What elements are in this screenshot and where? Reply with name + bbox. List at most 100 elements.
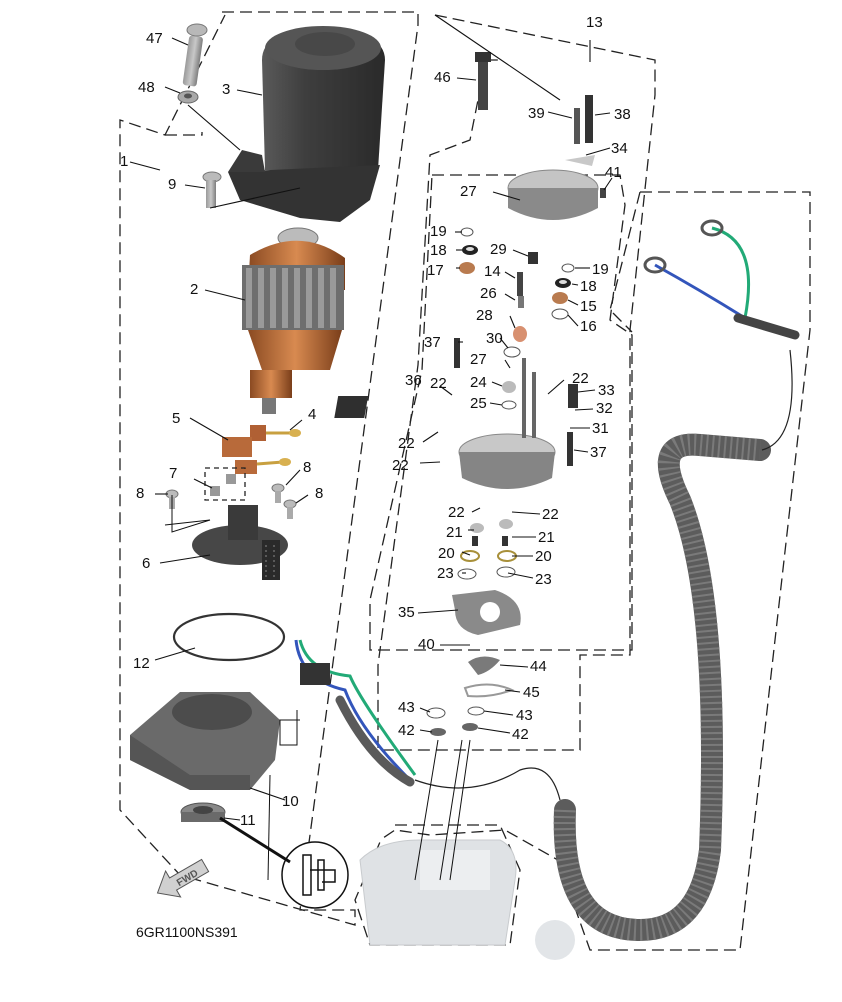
screw-part-8 xyxy=(165,483,297,519)
label-22-e: 22 xyxy=(448,504,465,521)
diagram-code: 6GR1100NS391 xyxy=(136,924,238,940)
label-20-right: 20 xyxy=(535,548,552,565)
bracket-part-10 xyxy=(130,692,280,790)
ghost-base-housing xyxy=(359,839,575,960)
o-ring-part-43-right xyxy=(467,706,485,716)
label-40: 40 xyxy=(418,636,435,653)
armature-part-2 xyxy=(242,227,345,414)
label-22-d: 22 xyxy=(392,457,409,474)
label-16: 16 xyxy=(580,318,597,335)
label-22-f: 22 xyxy=(542,506,559,523)
gasket-part-34 xyxy=(565,155,595,166)
plate-part-35 xyxy=(452,590,521,635)
terminal-leads xyxy=(643,219,800,340)
label-18-right: 18 xyxy=(580,278,597,295)
switch-plate xyxy=(458,358,556,489)
label-7: 7 xyxy=(169,465,177,482)
label-46: 46 xyxy=(434,69,451,86)
spring-part-33 xyxy=(568,384,578,408)
inset-detail-circle xyxy=(219,816,349,909)
motor-housing-part-3 xyxy=(228,26,385,222)
seal-set-left xyxy=(459,227,478,274)
label-26: 26 xyxy=(480,285,497,302)
pin-part-41 xyxy=(600,188,606,198)
ring-part-25 xyxy=(501,400,517,410)
label-42-left: 42 xyxy=(398,722,415,739)
label-28: 28 xyxy=(476,307,493,324)
brush-part-4-5 xyxy=(222,425,301,474)
label-2: 2 xyxy=(190,281,198,298)
label-25: 25 xyxy=(470,395,487,412)
gasket-part-42-left xyxy=(430,728,446,736)
seal-part-36 xyxy=(334,396,369,418)
washer-part-48 xyxy=(177,90,199,104)
cover-part-13 xyxy=(507,169,599,220)
brush-holder-part-6 xyxy=(192,505,288,580)
label-19-left: 19 xyxy=(430,223,447,240)
label-35: 35 xyxy=(398,604,415,621)
label-8-left: 8 xyxy=(136,485,144,502)
label-42-right: 42 xyxy=(512,726,529,743)
bushing-part-11 xyxy=(180,802,226,822)
label-36: 36 xyxy=(405,372,422,389)
rod-part-14 xyxy=(517,272,523,296)
label-11: 11 xyxy=(240,812,256,829)
label-12: 12 xyxy=(133,655,150,672)
label-23-right: 23 xyxy=(535,571,552,588)
ring-part-30 xyxy=(503,346,521,358)
label-21-right: 21 xyxy=(538,529,555,546)
part-labels: 47 48 3 1 9 2 5 4 7 8 8 8 6 12 10 11 13 … xyxy=(120,14,631,829)
label-18-left: 18 xyxy=(430,242,447,259)
label-22-a: 22 xyxy=(430,375,447,392)
label-13: 13 xyxy=(586,14,603,31)
label-47: 47 xyxy=(146,30,163,47)
rod-part-37-right xyxy=(567,432,573,466)
o-ring-part-43-left xyxy=(426,707,446,719)
label-39: 39 xyxy=(528,105,545,122)
label-8-right: 8 xyxy=(315,485,323,502)
screw-part-9 xyxy=(202,171,222,208)
label-10: 10 xyxy=(282,793,299,810)
label-45: 45 xyxy=(523,684,540,701)
wire-harness xyxy=(294,639,561,801)
label-44: 44 xyxy=(530,658,547,675)
assembly-outline-base xyxy=(354,824,521,946)
spring-part-26 xyxy=(518,296,524,308)
label-22-c: 22 xyxy=(398,435,415,452)
label-27-top: 27 xyxy=(460,183,477,200)
label-43-left: 43 xyxy=(398,699,415,716)
seal-part-45 xyxy=(463,683,515,698)
label-30: 30 xyxy=(486,330,503,347)
label-15: 15 xyxy=(580,298,597,315)
o-ring-part-12 xyxy=(172,612,286,662)
corrugated-hose xyxy=(553,349,793,942)
label-14: 14 xyxy=(484,263,501,280)
label-19-right: 19 xyxy=(592,261,609,278)
assembly-axis-lines xyxy=(171,495,471,881)
bushing-part-28 xyxy=(513,326,527,342)
label-20-left: 20 xyxy=(438,545,455,562)
leader-lines xyxy=(129,14,613,821)
label-8-right-top: 8 xyxy=(303,459,311,476)
label-17: 17 xyxy=(427,262,444,279)
label-1: 1 xyxy=(120,153,128,170)
label-4: 4 xyxy=(308,406,316,423)
clip-part-7 xyxy=(204,467,246,501)
label-33: 33 xyxy=(598,382,615,399)
fwd-label: FWD xyxy=(175,868,200,889)
assembly-outline-cover xyxy=(369,14,656,751)
label-37-top: 37 xyxy=(424,334,441,351)
label-34: 34 xyxy=(611,140,628,157)
seal-set-right xyxy=(551,263,575,320)
forward-arrow: FWD xyxy=(156,858,210,898)
label-9: 9 xyxy=(168,176,176,193)
rod-part-37-left xyxy=(454,338,460,368)
assembly-outline-motor xyxy=(119,11,419,926)
gasket-part-42-right xyxy=(462,723,478,731)
assembly-outline-hose xyxy=(379,191,811,951)
label-48: 48 xyxy=(138,79,155,96)
gasket-part-44 xyxy=(468,656,500,675)
label-41: 41 xyxy=(605,164,622,181)
label-37-bottom: 37 xyxy=(590,444,607,461)
